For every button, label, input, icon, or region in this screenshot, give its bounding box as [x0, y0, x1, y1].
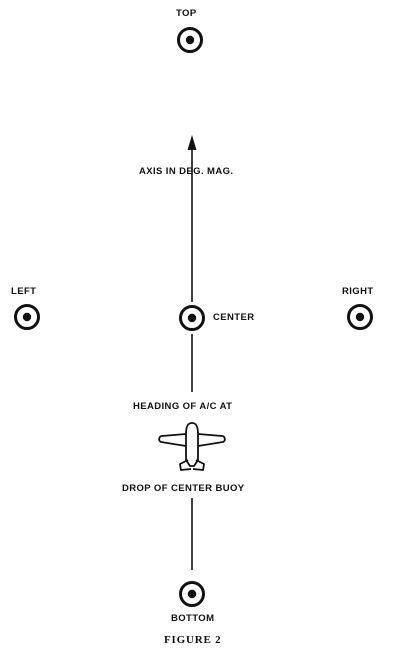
- buoy-bottom-symbol: [179, 581, 205, 607]
- figure-caption: FIGURE 2: [164, 634, 222, 646]
- buoy-top-label: TOP: [176, 8, 197, 19]
- buoy-center-symbol: [179, 305, 205, 331]
- buoy-bottom-label: BOTTOM: [171, 613, 215, 624]
- axis-label: AXIS IN DEG. MAG.: [139, 166, 234, 177]
- buoy-right-label: RIGHT: [342, 286, 374, 297]
- axis-arrow-head: [187, 135, 197, 150]
- buoy-top-symbol: [177, 27, 203, 53]
- buoy-right-symbol: [347, 304, 373, 330]
- heading-label-line-1: HEADING OF A/C AT: [133, 401, 233, 412]
- buoy-left-label: LEFT: [11, 286, 37, 297]
- heading-label-line-2: DROP OF CENTER BUOY: [122, 483, 245, 494]
- aircraft-icon: [158, 422, 226, 471]
- buoy-center-label: CENTER: [213, 312, 255, 323]
- buoy-left-symbol: [14, 304, 40, 330]
